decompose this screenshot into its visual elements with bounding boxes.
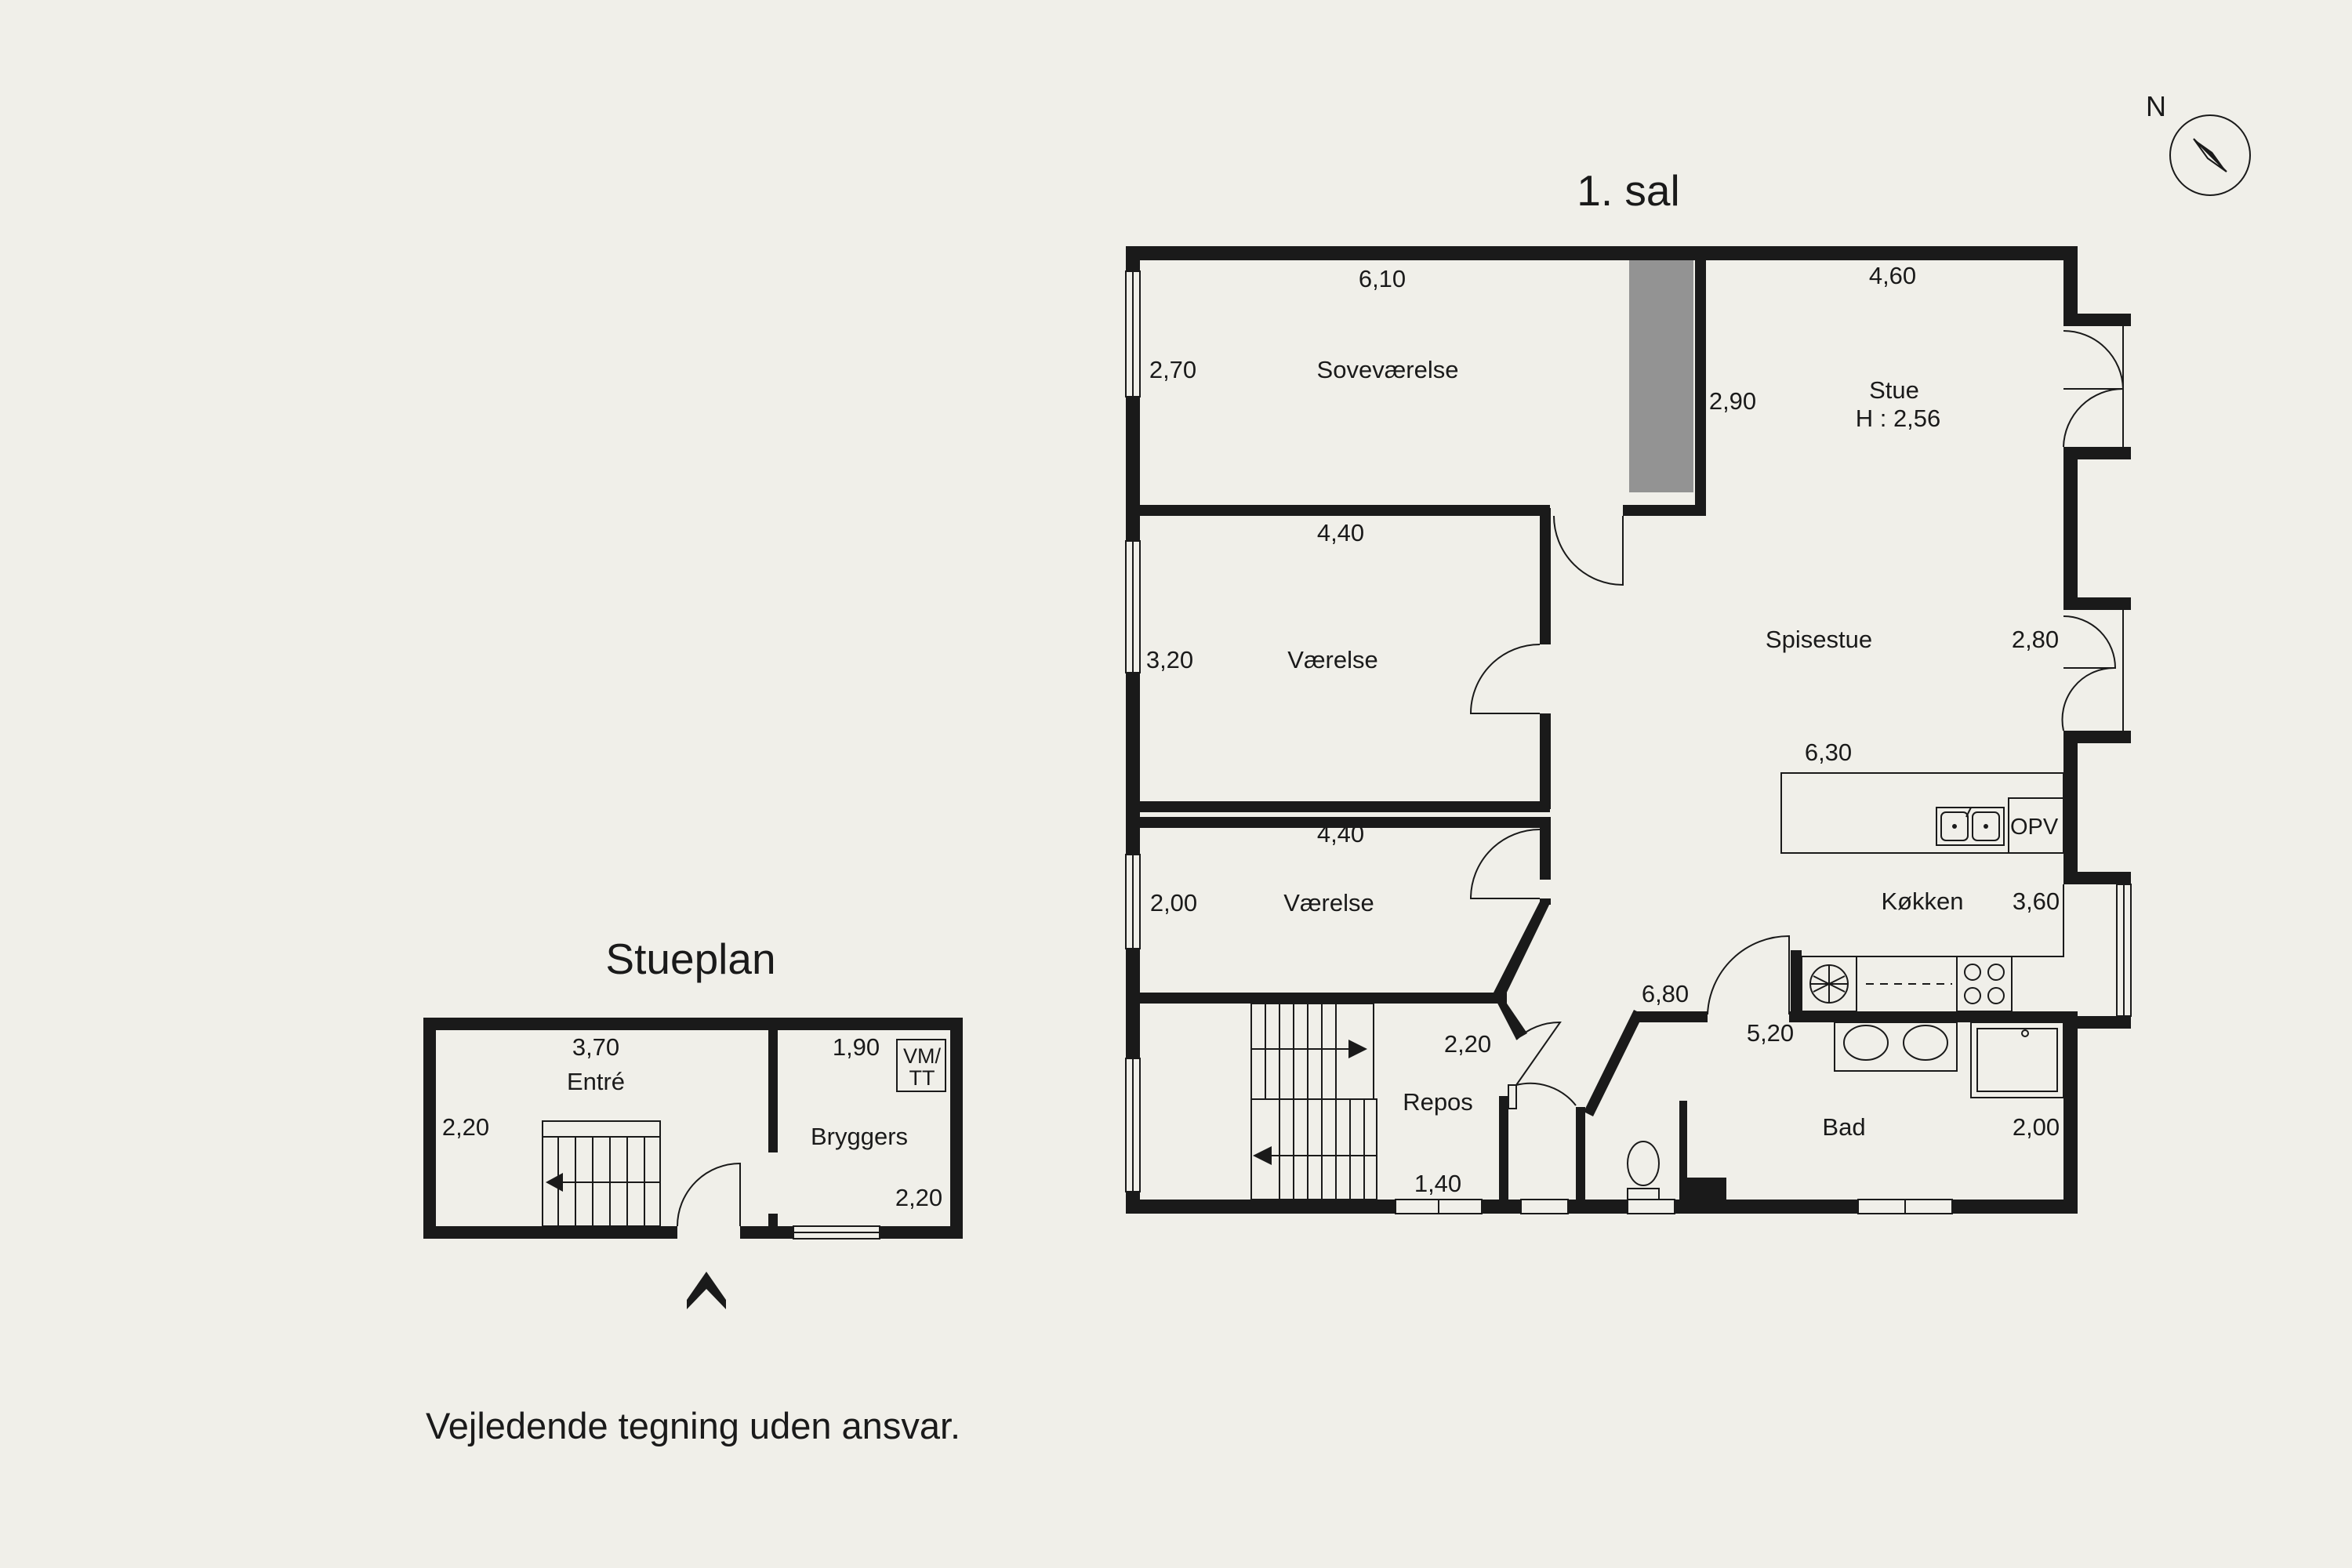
dim-entre-h: 2,20: [442, 1113, 489, 1141]
compass: N: [2146, 90, 2251, 196]
appliance-opv: OPV: [2010, 815, 2059, 840]
compass-needle-outline: [2193, 138, 2227, 172]
dim-vaerelse1-w: 4,40: [1317, 519, 1364, 546]
label-spisestue: Spisestue: [1766, 626, 1872, 653]
first-floor-title: 1. sal: [1577, 166, 1679, 215]
label-kokken: Køkken: [1881, 887, 1963, 915]
dim-stue-h: 2,90: [1709, 387, 1756, 415]
disclaimer: Vejledende tegning uden ansvar.: [426, 1405, 960, 1446]
dim-repos-w: 2,20: [1444, 1030, 1491, 1058]
dim-kokken-h: 3,60: [2013, 887, 2060, 915]
dim-stue-w: 4,60: [1869, 262, 1916, 289]
label-bad: Bad: [1822, 1113, 1865, 1141]
label-vaerelse1: Værelse: [1287, 646, 1377, 673]
dim-entre-w: 3,70: [572, 1033, 619, 1061]
ground-floor-details: [542, 1039, 946, 1309]
first-floor-walls: [1126, 246, 2131, 1214]
dim-bryggers-w: 1,90: [833, 1033, 880, 1061]
bathroom-fixtures: [1627, 1022, 2064, 1200]
ground-floor-labels: 3,70 Entré 2,20 1,90 Bryggers 2,20 VM/ T…: [442, 1033, 942, 1211]
dim-bad-h: 2,00: [2013, 1113, 2060, 1141]
dim-sovevaerelse-w: 6,10: [1359, 265, 1406, 292]
first-floor-doors: [1469, 326, 2125, 1109]
chimney: [1629, 260, 1693, 492]
dim-sovevaerelse-h: 2,70: [1149, 356, 1196, 383]
dim-hall-w: 6,80: [1642, 980, 1689, 1007]
entrance-arrow-icon: [687, 1272, 726, 1309]
label-repos: Repos: [1403, 1088, 1473, 1116]
compass-north-label: N: [2146, 90, 2166, 122]
dim-bryggers-h: 2,20: [895, 1184, 942, 1211]
first-floor-labels: 6,10 2,70 Soveværelse 4,60 2,90 Stue H :…: [1146, 262, 2060, 1197]
label-stue-height: H : 2,56: [1856, 405, 1941, 432]
label-bryggers: Bryggers: [811, 1123, 908, 1150]
label-entre: Entré: [567, 1068, 625, 1095]
compass-ring: [2169, 114, 2251, 196]
first-floor-windows: [1125, 270, 2132, 1214]
first-floor-stairs: [1250, 1003, 1377, 1200]
label-sovevaerelse: Soveværelse: [1317, 356, 1459, 383]
dim-kokken-w: 6,30: [1805, 739, 1852, 766]
label-vaerelse2: Værelse: [1283, 889, 1374, 916]
dim-vaerelse2-w: 4,40: [1317, 820, 1364, 848]
dim-spisestue-h: 2,80: [2012, 626, 2059, 653]
ground-floor-walls: [423, 1018, 963, 1239]
dim-repos-h: 1,40: [1414, 1170, 1461, 1197]
appliance-vm-line2: TT: [909, 1066, 935, 1090]
kitchen-fixtures: OPV: [1780, 772, 2064, 1016]
dim-vaerelse2-h: 2,00: [1150, 889, 1197, 916]
appliance-vm-line1: VM/: [903, 1044, 942, 1068]
ground-floor-title: Stueplan: [605, 935, 775, 983]
dim-vaerelse1-h: 3,20: [1146, 646, 1193, 673]
label-stue: Stue: [1869, 376, 1919, 404]
dim-bad-w: 5,20: [1747, 1019, 1794, 1047]
